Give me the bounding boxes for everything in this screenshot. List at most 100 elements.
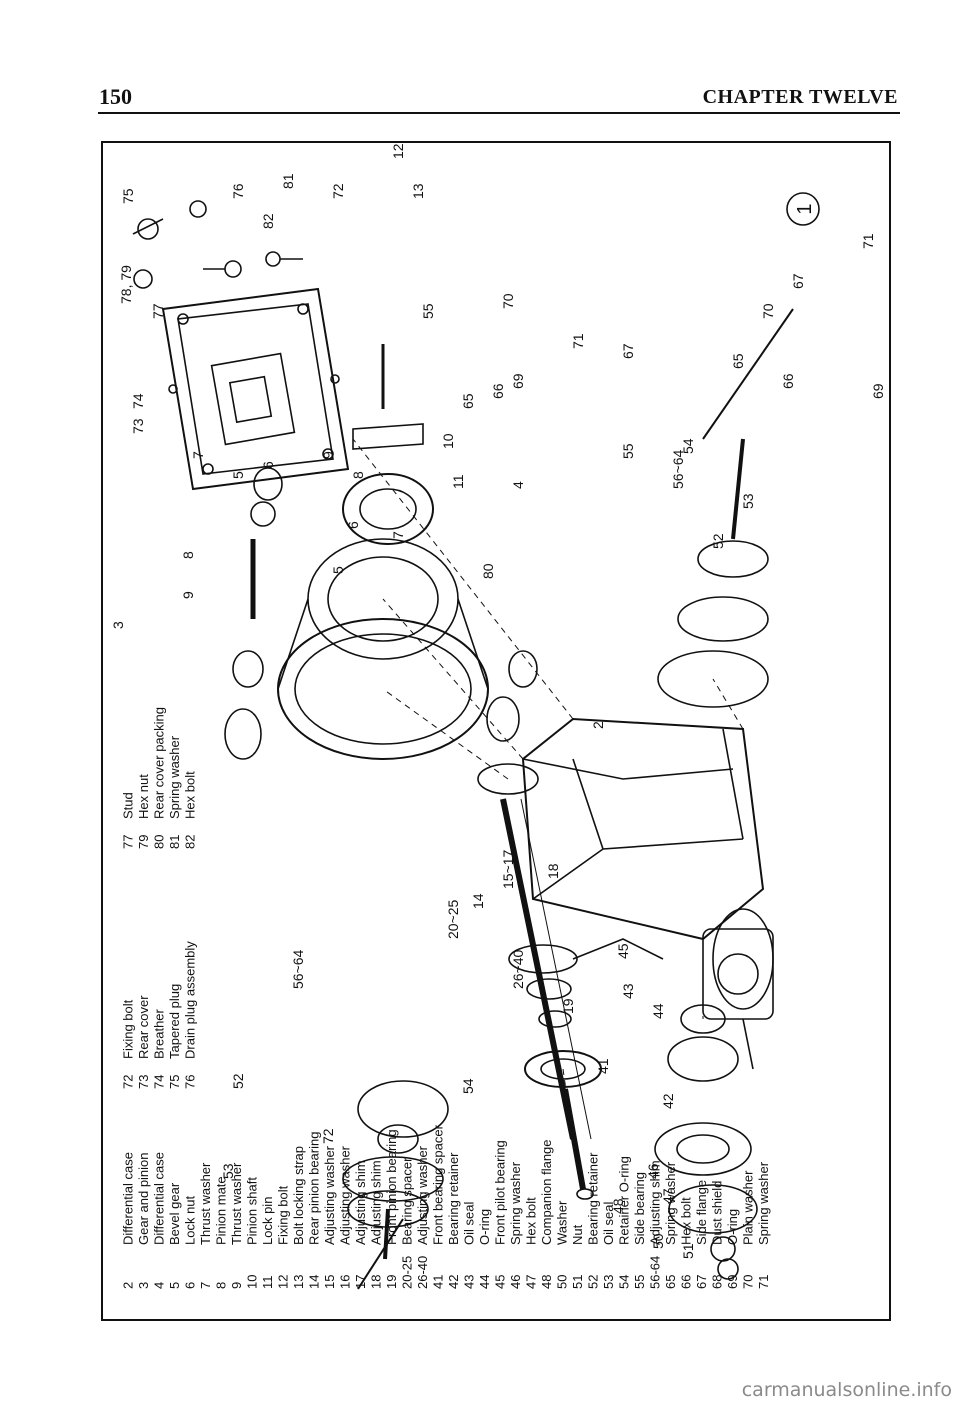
legend-number: 82 (183, 835, 198, 849)
legend-number: 73 (136, 1075, 151, 1089)
legend-number: 55 (632, 1275, 647, 1289)
legend-number: 74 (152, 1075, 167, 1089)
callout-label: 67 (790, 273, 806, 289)
figure-number-badge: 1 (786, 192, 820, 226)
callout-label: 81 (280, 173, 296, 189)
legend-part-name: Drain plug assembly (183, 941, 198, 1059)
callout-label: 55 (420, 303, 436, 319)
legend-entry: 76 Drain plug assembly (183, 941, 198, 1089)
legend-part-name: Bearing retainer (446, 1152, 461, 1245)
callout-label: 55 (620, 443, 636, 459)
legend-part-name: Adjusting shim (353, 1160, 368, 1245)
callout-label: 75 (120, 188, 136, 204)
legend-part-name: Washer (555, 1200, 570, 1245)
legend-number: 65 (663, 1275, 678, 1289)
legend-part-name: Bolt locking strap (291, 1146, 306, 1245)
legend-part-name: Gear and pinion (136, 1152, 151, 1245)
callout-label: 11 (450, 474, 466, 489)
legend-part-name: Tapered plug (167, 984, 182, 1059)
legend-number: 26-40 (415, 1256, 430, 1289)
callout-label: 10 (440, 433, 456, 449)
legend-number: 2 (121, 1282, 136, 1289)
legend-number: 48 (539, 1275, 554, 1289)
legend-part-name: Pinion shaft (245, 1177, 260, 1245)
callout-label: 48 (610, 1198, 626, 1214)
callout-label: 66 (490, 383, 506, 399)
legend-number: 76 (183, 1075, 198, 1089)
callout-label: 4 (510, 481, 526, 489)
legend-entry: 44O-ring (477, 1209, 492, 1289)
callout-label: 9 (180, 591, 196, 599)
legend-part-name: Nut (570, 1224, 585, 1245)
legend-number: 4 (152, 1282, 167, 1289)
callout-label: 41 (595, 1058, 611, 1074)
callout-label: 50 (650, 1233, 666, 1249)
legend-part-name: Side bearing (632, 1172, 647, 1245)
callout-label: 52 (230, 1073, 246, 1089)
callout-label: 42 (660, 1093, 676, 1109)
legend-number: 66 (679, 1275, 694, 1289)
callout-label: 51 (680, 1243, 696, 1259)
callout-label: 6 (260, 461, 276, 469)
callout-label: 65 (730, 353, 746, 369)
front-retainer-drawing (654, 1004, 758, 1280)
callout-label: 73 (130, 418, 146, 434)
legend-number: 9 (229, 1282, 244, 1289)
callout-label: 56~64 (290, 949, 306, 989)
callout-label: 77 (150, 303, 166, 319)
legend-part-name: Adjusting washer (322, 1145, 337, 1245)
figure-number: 1 (794, 203, 816, 214)
legend-entry: 9 Thrust washer (229, 1162, 244, 1289)
legend-part-name: Plain washer (741, 1170, 756, 1245)
legend-number: 5 (167, 1282, 182, 1289)
callout-label: 20~25 (445, 899, 461, 939)
callout-label: 69 (870, 383, 886, 399)
legend-number: 20-25 (400, 1256, 415, 1289)
legend-part-name: Front pilot bearing (493, 1140, 508, 1245)
legend-part-name: Dust shield (710, 1181, 725, 1245)
callout-label: 8 (350, 471, 366, 479)
callout-label: 2 (590, 721, 606, 729)
legend-part-name: O-ring (477, 1209, 492, 1245)
legend-part-name: Oil seal (601, 1202, 616, 1245)
callout-label: 5 (230, 471, 246, 479)
legend-number: 47 (524, 1275, 539, 1289)
legend-part-name: Stud (121, 792, 136, 819)
callout-label: 54 (680, 438, 696, 454)
callout-label: 43 (620, 983, 636, 999)
legend-number: 71 (756, 1275, 771, 1289)
legend-part-name: Rear cover (136, 995, 151, 1059)
carrier-housing-drawing (521, 717, 774, 1070)
legend-part-name: Thrust washer (229, 1162, 244, 1245)
callout-label: 76 (230, 183, 246, 199)
legend-part-name: Oil seal (462, 1202, 477, 1245)
legend-part-name: Pinion mate (214, 1176, 229, 1245)
callout-label: 13 (410, 183, 426, 199)
callout-label: 3 (110, 621, 126, 629)
legend-number: 50 (555, 1275, 570, 1289)
legend-number: 53 (601, 1275, 616, 1289)
callout-label: 18 (545, 863, 561, 879)
callout-label: 74 (130, 393, 146, 409)
